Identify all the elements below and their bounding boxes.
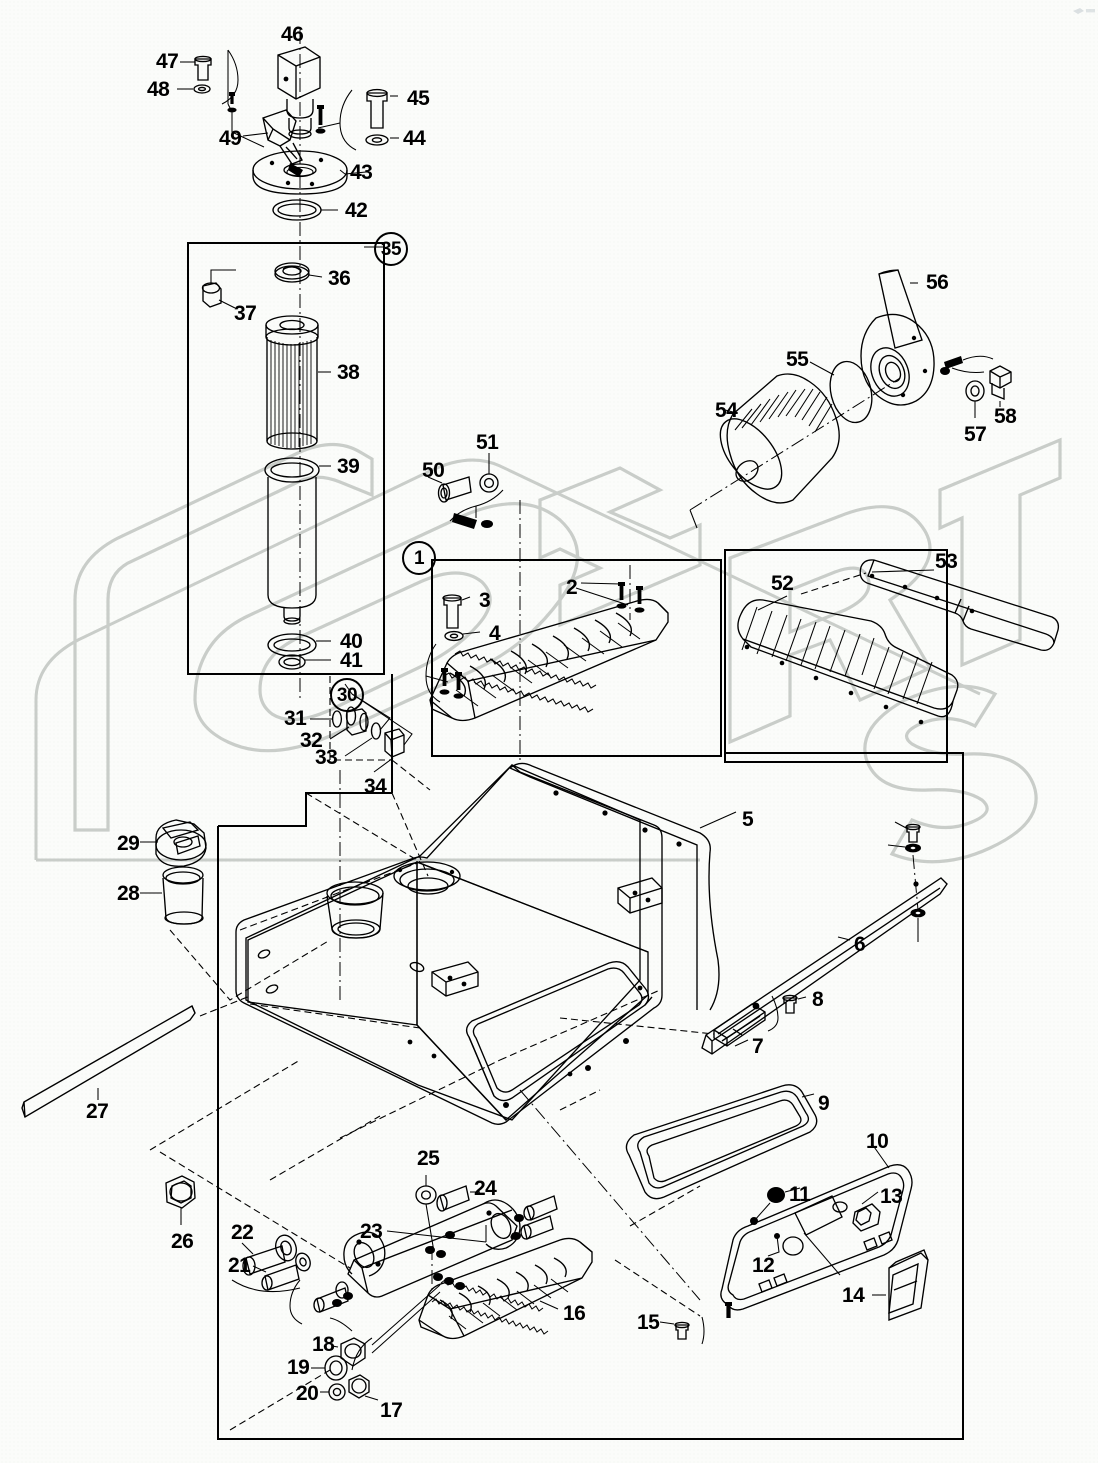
upper-step-2 <box>425 565 669 722</box>
callout-23[interactable]: 23 <box>360 1220 383 1243</box>
callout-37[interactable]: 37 <box>234 302 257 325</box>
callout-33[interactable]: 33 <box>315 746 338 769</box>
filter-element-group <box>201 246 384 670</box>
callout-24[interactable]: 24 <box>474 1177 497 1200</box>
callout-56[interactable]: 56 <box>926 271 949 294</box>
callout-27[interactable]: 27 <box>86 1100 109 1123</box>
callout-26[interactable]: 26 <box>171 1230 194 1253</box>
callout-29[interactable]: 29 <box>117 832 140 855</box>
callout-47[interactable]: 47 <box>156 50 179 73</box>
callout-30[interactable]: 30 <box>330 678 364 712</box>
callout-6[interactable]: 6 <box>854 933 866 956</box>
tank-cap-assembly <box>177 30 399 700</box>
callout-35[interactable]: 35 <box>374 232 408 266</box>
callout-31[interactable]: 31 <box>284 707 307 730</box>
callout-22[interactable]: 22 <box>231 1221 254 1244</box>
callout-58[interactable]: 58 <box>994 405 1017 428</box>
callout-36[interactable]: 36 <box>328 267 351 290</box>
callout-8[interactable]: 8 <box>812 988 824 1011</box>
callout-14[interactable]: 14 <box>842 1284 865 1307</box>
callout-55[interactable]: 55 <box>786 348 809 371</box>
callout-11[interactable]: 11 <box>789 1183 811 1206</box>
callout-15[interactable]: 15 <box>637 1311 660 1334</box>
side-panels <box>737 559 1060 725</box>
callout-40[interactable]: 40 <box>340 630 363 653</box>
callout-4[interactable]: 4 <box>489 622 501 645</box>
callout-7[interactable]: 7 <box>752 1035 764 1058</box>
callout-32[interactable]: 32 <box>300 729 323 752</box>
access-door-assembly <box>614 1084 929 1345</box>
construction-leaders <box>269 770 701 1301</box>
callout-16[interactable]: 16 <box>563 1302 586 1325</box>
callout-5[interactable]: 5 <box>742 808 754 831</box>
callout-12[interactable]: 12 <box>752 1254 775 1277</box>
callout-49[interactable]: 49 <box>219 127 242 150</box>
callout-25[interactable]: 25 <box>417 1147 440 1170</box>
callout-1[interactable]: 1 <box>402 541 436 575</box>
callout-42[interactable]: 42 <box>345 199 368 222</box>
callout-28[interactable]: 28 <box>117 882 140 905</box>
callout-52[interactable]: 52 <box>771 572 794 595</box>
callout-2[interactable]: 2 <box>566 576 578 599</box>
callout-53[interactable]: 53 <box>935 550 958 573</box>
fasteners-50-51 <box>427 453 521 760</box>
callout-19[interactable]: 19 <box>287 1356 310 1379</box>
callout-34[interactable]: 34 <box>364 775 387 798</box>
callout-21[interactable]: 21 <box>228 1254 251 1277</box>
callout-20[interactable]: 20 <box>296 1382 319 1405</box>
air-filter-assembly <box>689 269 1012 529</box>
callout-9[interactable]: 9 <box>818 1092 830 1115</box>
callout-50[interactable]: 50 <box>422 459 445 482</box>
main-tank-body <box>235 762 737 1125</box>
callout-18[interactable]: 18 <box>312 1333 335 1356</box>
callout-3[interactable]: 3 <box>479 589 491 612</box>
callout-38[interactable]: 38 <box>337 361 360 384</box>
callout-43[interactable]: 43 <box>350 161 373 184</box>
trim-strip-27 <box>21 995 301 1151</box>
group-frames <box>187 242 964 1440</box>
callout-54[interactable]: 54 <box>715 399 738 422</box>
callout-13[interactable]: 13 <box>880 1185 903 1208</box>
callout-45[interactable]: 45 <box>407 87 430 110</box>
fuel-cap-29 <box>140 819 331 1001</box>
callout-51[interactable]: 51 <box>476 431 499 454</box>
fitting-stack-30 <box>310 676 431 791</box>
callout-17[interactable]: 17 <box>380 1399 403 1422</box>
trim-strip-6 <box>559 821 948 1055</box>
callout-48[interactable]: 48 <box>147 78 170 101</box>
callout-44[interactable]: 44 <box>403 127 426 150</box>
callout-46[interactable]: 46 <box>281 23 304 46</box>
callout-41[interactable]: 41 <box>340 649 363 672</box>
callout-39[interactable]: 39 <box>337 455 360 478</box>
callout-10[interactable]: 10 <box>866 1130 889 1153</box>
lower-step-assembly <box>159 1151 593 1431</box>
callout-57[interactable]: 57 <box>964 423 987 446</box>
